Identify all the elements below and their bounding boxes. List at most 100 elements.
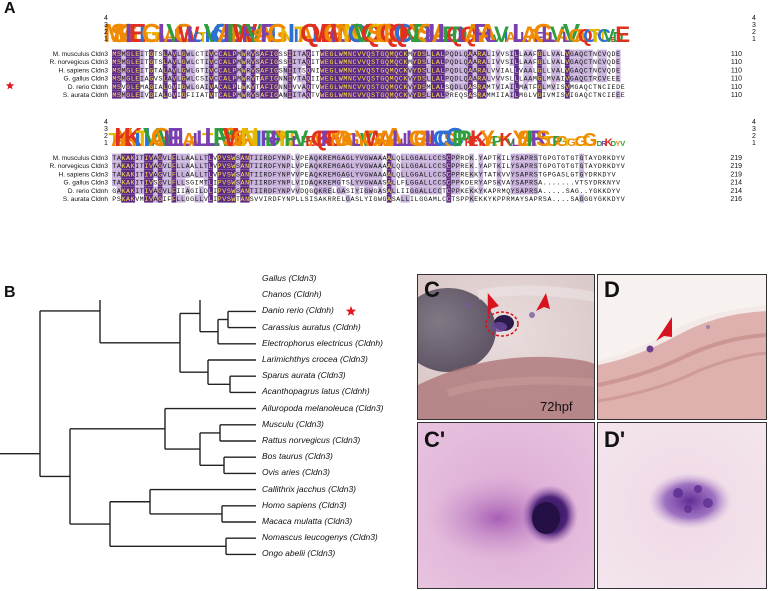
residue: S — [186, 180, 190, 187]
residue: L — [350, 171, 354, 178]
residue-shade — [235, 153, 241, 162]
residue-shade — [583, 49, 589, 58]
residue: P — [218, 196, 222, 203]
residue-shade — [477, 57, 482, 66]
residue-shade — [467, 57, 473, 66]
residue: G — [598, 196, 602, 203]
logo-letter: C — [347, 18, 366, 48]
residue: Y — [511, 171, 515, 178]
residue-shade — [333, 74, 339, 83]
residue: Q — [396, 155, 400, 162]
residue-shade — [440, 49, 445, 58]
residue: A — [378, 180, 382, 187]
residue-shade — [338, 49, 344, 58]
residue: L — [547, 59, 551, 66]
logo-letter: M — [383, 18, 405, 48]
tree-taxon-label: Homo sapiens (Cldn3) — [262, 499, 347, 510]
residue: T — [566, 163, 570, 170]
residue-shade — [398, 74, 404, 83]
residue-shade — [227, 66, 233, 74]
residue-shade — [283, 74, 288, 83]
residue-shade — [533, 153, 539, 162]
residue: A — [528, 67, 532, 74]
residue: A — [482, 59, 486, 66]
residue-shade — [446, 161, 452, 170]
residue: L — [181, 171, 185, 178]
residue-shade — [292, 90, 298, 99]
residue: A — [524, 84, 528, 91]
residue: Y — [612, 180, 616, 187]
residue-shade — [380, 82, 385, 91]
residue: F — [265, 59, 269, 66]
residue-shade — [226, 186, 232, 195]
residue: E — [328, 188, 332, 195]
residue: D — [589, 171, 593, 178]
residue: D — [417, 84, 421, 91]
residue: P — [525, 163, 529, 170]
residue: Y — [511, 180, 515, 187]
logo-letter: T — [543, 133, 552, 150]
logo-letter: A — [384, 133, 395, 150]
residue-shade — [528, 153, 534, 162]
residue-shade — [144, 153, 149, 162]
residue: S — [346, 180, 350, 187]
residue: G — [415, 163, 419, 170]
residue-shade — [244, 170, 250, 178]
logo-letter: V — [143, 122, 161, 152]
residue: A — [468, 67, 472, 74]
residue-shade — [495, 49, 501, 58]
residue-shade — [194, 161, 200, 170]
logo-letter: D — [413, 18, 432, 48]
residue-shade — [258, 186, 264, 195]
residue-shade — [455, 153, 461, 162]
residue-shade — [477, 66, 482, 74]
residue-shade — [246, 57, 251, 66]
residue: G — [538, 59, 542, 66]
residue-shade — [366, 90, 372, 99]
residue: L — [181, 163, 185, 170]
residue: V — [357, 84, 361, 91]
residue-shade — [272, 186, 278, 195]
residue: P — [445, 67, 449, 74]
residue: L — [163, 76, 167, 83]
residue: T — [588, 59, 592, 66]
residue: A — [529, 196, 533, 203]
residue: L — [208, 180, 212, 187]
residue: I — [144, 188, 148, 195]
residue: I — [135, 180, 139, 187]
residue: K — [474, 171, 478, 178]
residue-shade — [486, 74, 492, 83]
residue: I — [259, 163, 263, 170]
residue: E — [325, 59, 329, 66]
residue-shade — [172, 49, 177, 58]
residue: L — [163, 67, 167, 74]
logo-letter: I — [288, 18, 295, 48]
residue-shade — [121, 194, 126, 203]
logo-letter: A — [574, 25, 588, 46]
residue: I — [293, 67, 297, 74]
residue: A — [302, 59, 306, 66]
residue-shade — [121, 170, 126, 178]
residue: L — [199, 163, 203, 170]
residue-shade — [569, 74, 575, 83]
residue: D — [454, 67, 458, 74]
residue-shade — [578, 74, 584, 83]
residue: G — [274, 92, 278, 99]
residue: M — [332, 163, 336, 170]
residue: V — [408, 76, 412, 83]
residue: G — [330, 67, 334, 74]
logo-letter: L — [125, 18, 141, 48]
residue-shade — [139, 90, 145, 99]
residue-shade — [213, 49, 219, 58]
residue: F — [172, 155, 176, 162]
logo-letter: E — [611, 35, 616, 44]
logo-letter: Q — [311, 126, 328, 151]
residue: G — [570, 59, 574, 66]
logo-letter: I — [513, 25, 518, 46]
residue: K — [497, 163, 501, 170]
residue: I — [607, 84, 611, 91]
residue: K — [121, 180, 125, 187]
residue-shade — [236, 57, 242, 66]
residue: I — [154, 92, 158, 99]
residue-shade — [440, 90, 445, 99]
